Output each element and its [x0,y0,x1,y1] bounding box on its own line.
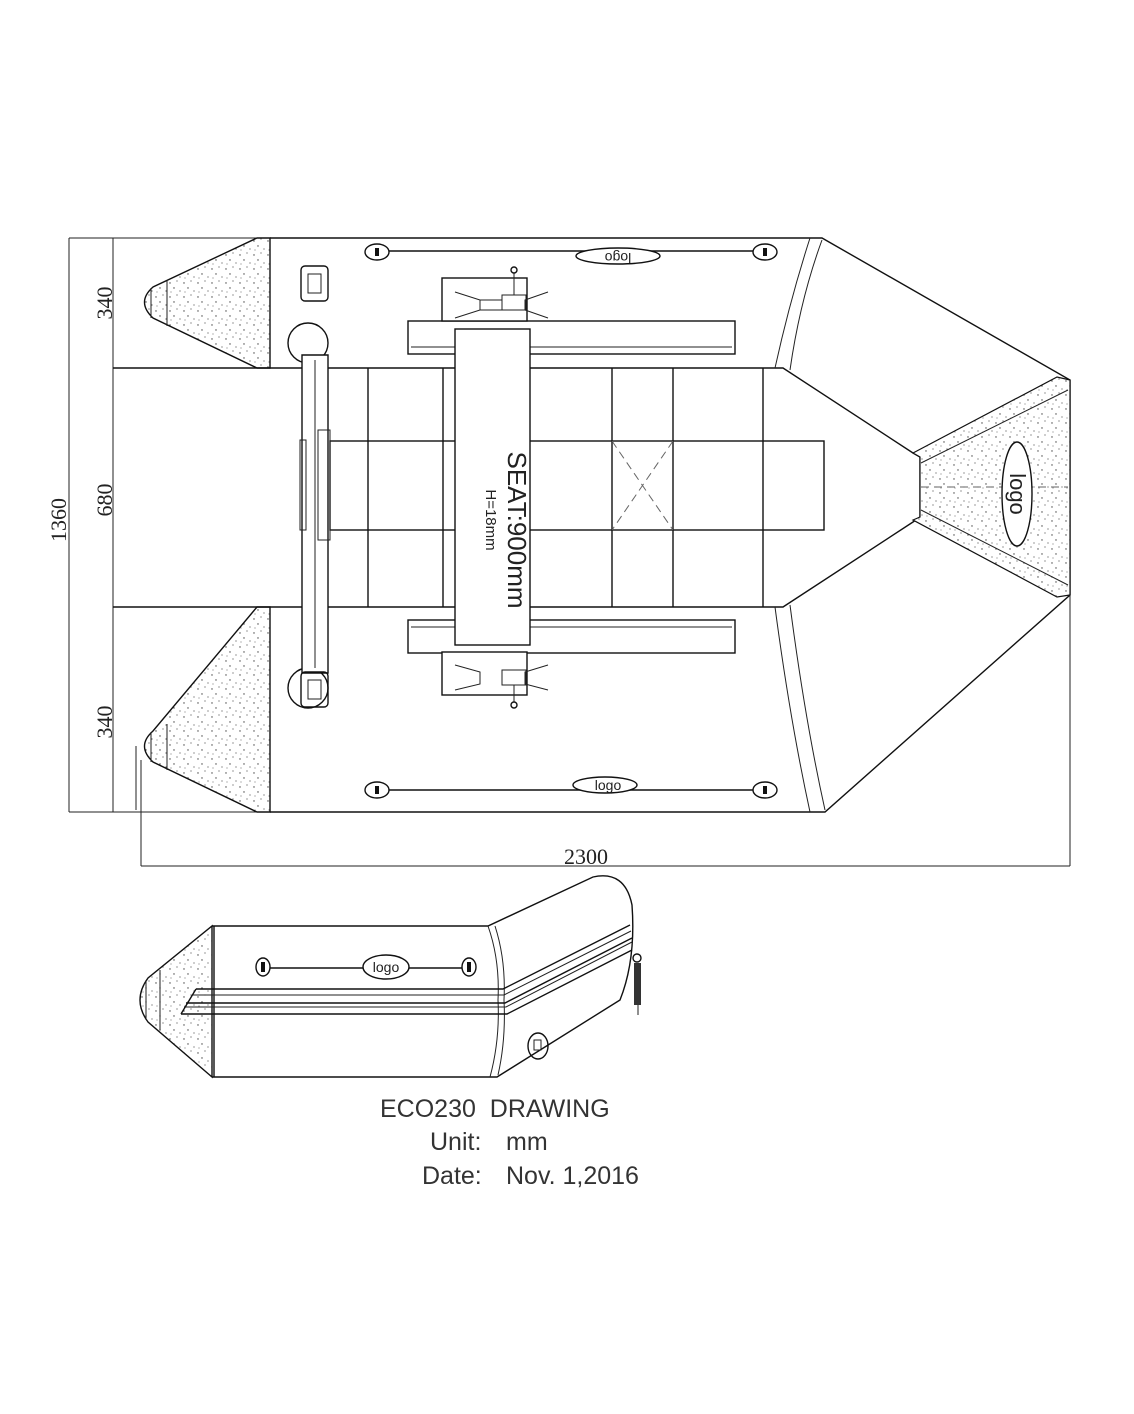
oarlock-top-icon [454,266,549,319]
bow-logo-oval [1001,441,1033,547]
handle-top-icon [300,265,329,302]
grab-rope-top [364,243,778,265]
tow-ring-icon [632,953,642,1015]
dim-tube-top: 340 [92,287,117,320]
date-label: Date: [422,1162,482,1190]
top-tube-logo-text: logo [605,250,632,266]
grab-rope-bottom [364,776,778,799]
transom [287,322,331,709]
dim-overall-length: 2300 [564,844,608,869]
side-grab-rope [255,954,477,980]
handle-bottom-icon [300,671,329,708]
oarlock-pad-bottom [441,651,528,696]
valve-icon [527,1032,549,1060]
stern-cone-bottom [143,606,271,813]
stern-cone-top [143,237,271,369]
dim-overall-width: 1360 [46,498,71,542]
floor-grid [329,368,825,607]
bottom-tube-logo-text: logo [595,777,622,793]
seat-thickness-label: H=18mm [482,489,499,550]
drawing-title: ECO230 DRAWING [380,1095,610,1123]
seat-label: SEAT:900mm [502,451,532,608]
side-tube-outline [212,875,634,1078]
unit-value: mm [506,1128,548,1156]
dim-floor-width: 680 [92,484,117,517]
top-view: 1360 340 680 340 [46,237,1071,869]
dimension-lines-horizontal [140,595,1071,867]
oarlock-bottom-icon [454,664,549,709]
side-view: logo [139,875,642,1079]
side-stern-cone [139,924,213,1079]
dim-tube-bottom: 340 [92,706,117,739]
seat [454,328,531,646]
rub-strake [180,924,633,1015]
unit-label: Unit: [430,1128,482,1156]
side-logo-text: logo [373,959,400,975]
bow-logo-text: logo [1005,473,1030,515]
date-value: Nov. 1,2016 [506,1162,639,1190]
